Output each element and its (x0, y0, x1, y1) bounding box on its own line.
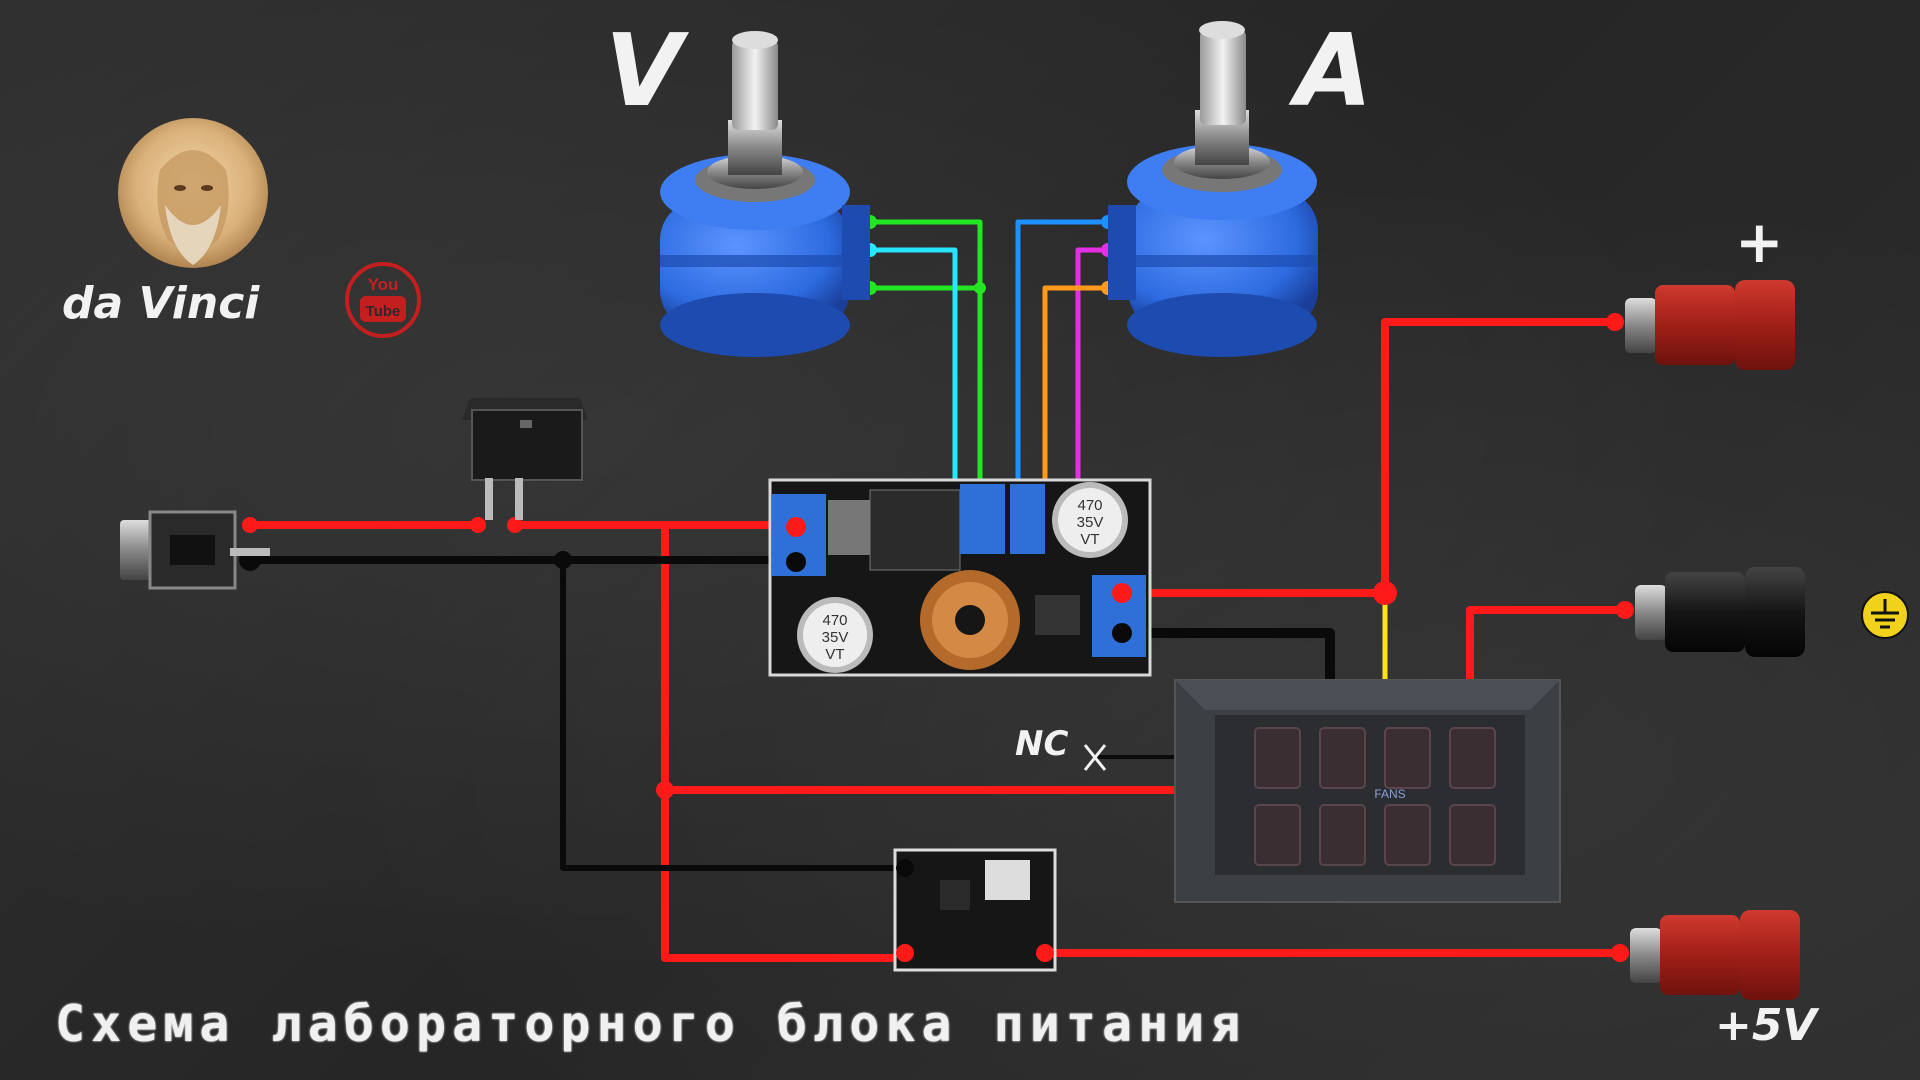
svg-text:VT: VT (825, 646, 844, 663)
svg-text:470: 470 (1077, 497, 1102, 514)
green-wire-top (867, 219, 983, 498)
svg-text:FANS: FANS (1374, 787, 1405, 801)
label-nc: NC (1015, 724, 1068, 764)
label-5v: +5V (1715, 1000, 1819, 1051)
red-wire-output-plus (1126, 318, 1619, 597)
label-plus: + (1735, 208, 1784, 276)
output-post-ground[interactable] (1635, 567, 1805, 657)
label-current: A (1288, 12, 1372, 129)
5v-dc-dc-module (893, 848, 1057, 972)
svg-text:VT: VT (1080, 531, 1099, 548)
voltage-potentiometer[interactable] (660, 31, 870, 357)
output-post-plus[interactable] (1625, 280, 1795, 370)
red-wire-branch-down (661, 521, 909, 962)
leonardo-portrait-logo (118, 118, 268, 268)
svg-text:35V: 35V (1077, 514, 1104, 531)
power-switch[interactable] (462, 398, 588, 520)
svg-text:35V: 35V (822, 629, 849, 646)
output-post-5v[interactable] (1630, 910, 1800, 1000)
logo-text: da Vinci (62, 278, 260, 329)
svg-text:470: 470 (822, 612, 847, 629)
label-voltage: V (605, 12, 689, 129)
buck-converter-board: 470 35V VT 470 35V VT (768, 478, 1152, 677)
volt-amp-meter: FANS (1174, 679, 1561, 903)
svg-text:You: You (368, 275, 399, 294)
ground-icon (1861, 591, 1909, 639)
dc-input-jack[interactable] (120, 510, 270, 590)
black-wire-output (1125, 628, 1335, 685)
diagram-title: Схема лабораторного блока питания (55, 995, 1247, 1053)
black-wire-to-5v (560, 557, 908, 871)
youtube-icon[interactable]: You Tube (345, 262, 421, 338)
nc-cross-mark (1083, 744, 1107, 771)
red-wire-ground-post (1466, 606, 1629, 684)
svg-text:Tube: Tube (366, 303, 401, 320)
current-potentiometer[interactable] (1108, 21, 1318, 357)
blue-wire (1015, 219, 1111, 498)
